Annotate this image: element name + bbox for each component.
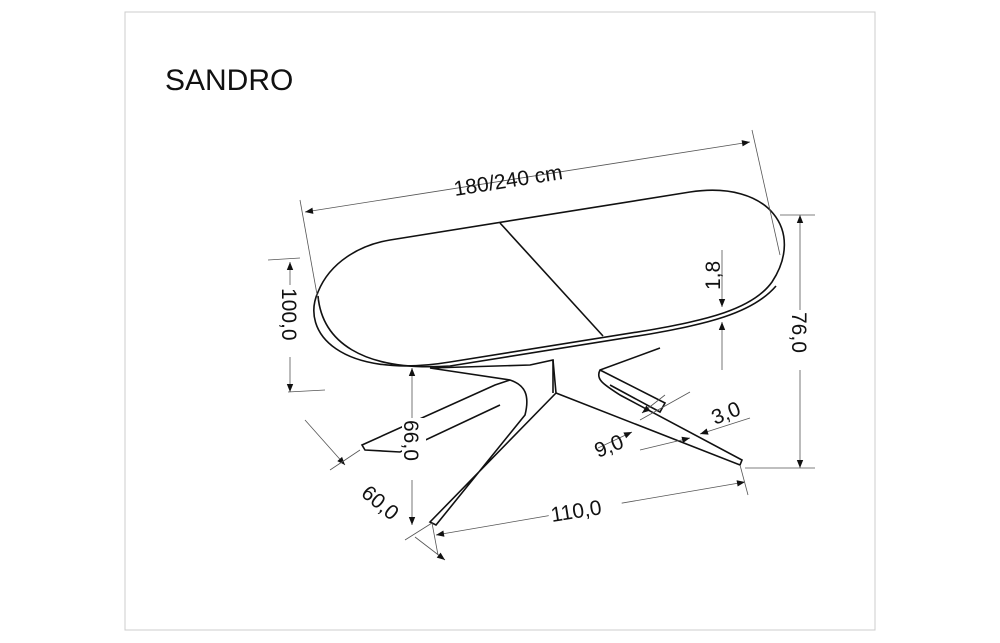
leg-depth-label: 60,0: [357, 481, 403, 525]
dimension-leg-width: 9,0: [591, 391, 691, 463]
leg-width-label: 9,0: [591, 430, 627, 462]
product-title: SANDRO: [165, 64, 293, 97]
table-top: [313, 189, 786, 368]
top-thickness-label: 1,8: [702, 261, 725, 290]
dimension-clearance: 66,0: [399, 368, 426, 525]
dimension-top-thickness: 1,8: [702, 250, 726, 370]
frame-border: [124, 11, 876, 631]
height-label: 76,0: [787, 312, 810, 353]
dimension-width: 100,0: [267, 257, 326, 393]
leg-thickness-label: 3,0: [708, 397, 744, 429]
dimension-height: 76,0: [745, 214, 815, 469]
length-label: 180/240 cm: [452, 161, 564, 201]
dimension-leg-thickness: 3,0: [639, 397, 751, 451]
width-label: 100,0: [277, 288, 300, 341]
dimension-leg-span: 110,0: [431, 464, 749, 556]
clearance-label: 66,0: [399, 420, 422, 461]
